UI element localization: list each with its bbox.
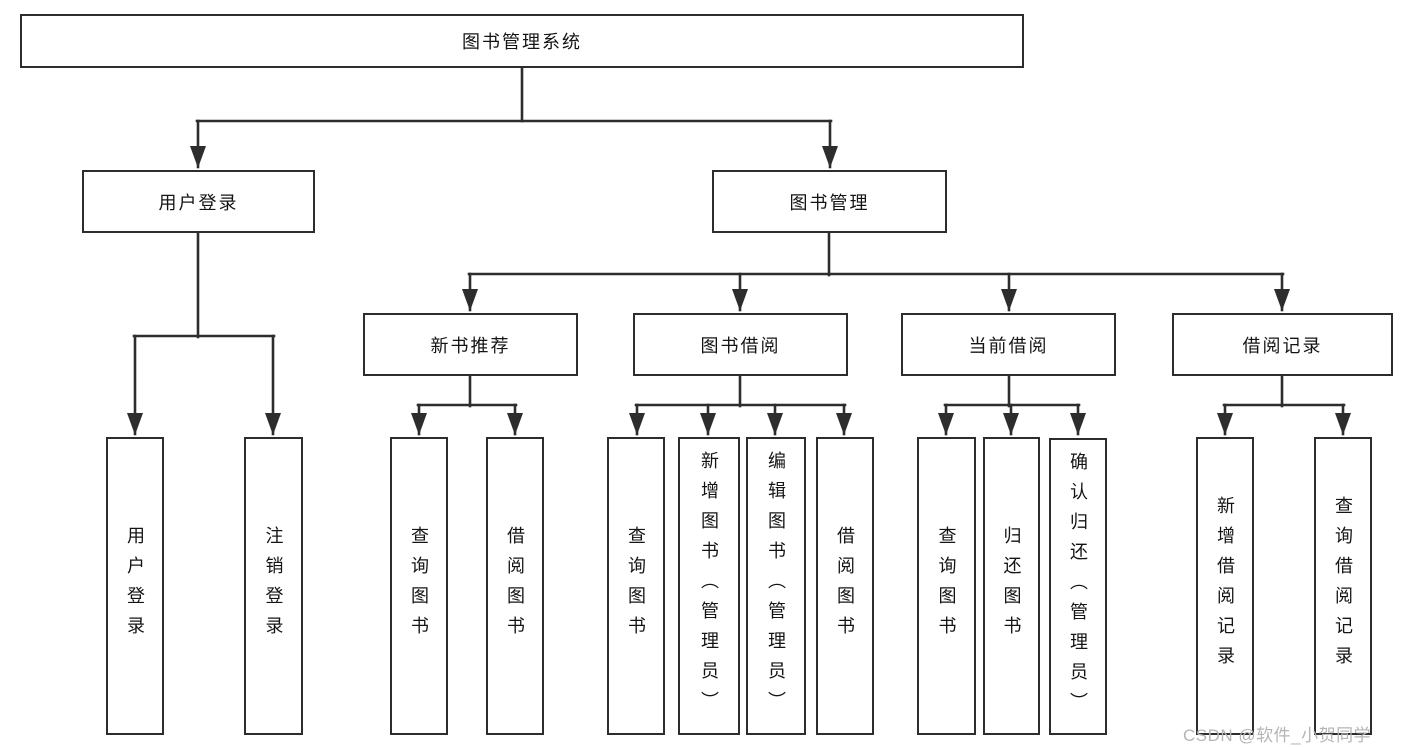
leaf-query-books-borrowing: 查询图书 — [607, 437, 665, 735]
node-label: 当前借阅 — [968, 335, 1049, 356]
leaf-query-books-recommend: 查询图书 — [390, 437, 448, 735]
node-label: 借阅记录 — [1242, 335, 1323, 356]
leaf-label: 借阅图书 — [835, 526, 855, 646]
leaf-return-book: 归还图书 — [983, 437, 1040, 735]
leaf-query-borrow-record: 查询借阅记录 — [1314, 437, 1372, 735]
leaf-edit-book-admin: 编辑图书（管理员） — [746, 437, 806, 735]
node-borrowing-records: 借阅记录 — [1172, 313, 1393, 376]
leaf-label: 查询借阅记录 — [1333, 496, 1353, 676]
leaf-label: 确认归还（管理员） — [1068, 451, 1088, 722]
leaf-user-login: 用户登录 — [106, 437, 164, 735]
leaf-label: 注销登录 — [263, 526, 284, 646]
leaf-borrow-books-recommend: 借阅图书 — [486, 437, 544, 735]
leaf-label: 用户登录 — [125, 526, 145, 646]
leaf-confirm-return-admin: 确认归还（管理员） — [1049, 438, 1107, 735]
leaf-label: 新增图书（管理员） — [699, 451, 719, 721]
node-label: 用户登录 — [158, 192, 239, 213]
leaf-borrow-books-borrowing: 借阅图书 — [816, 437, 874, 735]
node-label: 图书借阅 — [700, 335, 781, 356]
csdn-watermark: CSDN @软件_小贺同学 — [1183, 726, 1372, 745]
leaf-label: 借阅图书 — [505, 526, 525, 646]
leaf-logout-login: 注销登录 — [244, 437, 303, 735]
leaf-label: 新增借阅记录 — [1215, 496, 1235, 676]
node-book-borrowing: 图书借阅 — [633, 313, 848, 376]
node-label: 新书推荐 — [430, 335, 511, 356]
node-current-borrowing: 当前借阅 — [901, 313, 1116, 376]
leaf-add-borrow-record: 新增借阅记录 — [1196, 437, 1254, 735]
leaf-query-books-current: 查询图书 — [917, 437, 976, 735]
node-label: 图书管理系统 — [462, 32, 582, 52]
leaf-label: 查询图书 — [409, 526, 429, 646]
node-label: 图书管理 — [789, 192, 870, 213]
node-book-management: 图书管理 — [712, 170, 947, 233]
leaf-label: 归还图书 — [1001, 526, 1022, 646]
node-library-management-system: 图书管理系统 — [20, 14, 1024, 68]
leaf-add-book-admin: 新增图书（管理员） — [678, 437, 740, 735]
leaf-label: 编辑图书（管理员） — [766, 451, 786, 721]
node-new-book-recommendation: 新书推荐 — [363, 313, 578, 376]
leaf-label: 查询图书 — [936, 526, 957, 646]
node-user-login: 用户登录 — [82, 170, 315, 233]
leaf-label: 查询图书 — [626, 526, 646, 646]
